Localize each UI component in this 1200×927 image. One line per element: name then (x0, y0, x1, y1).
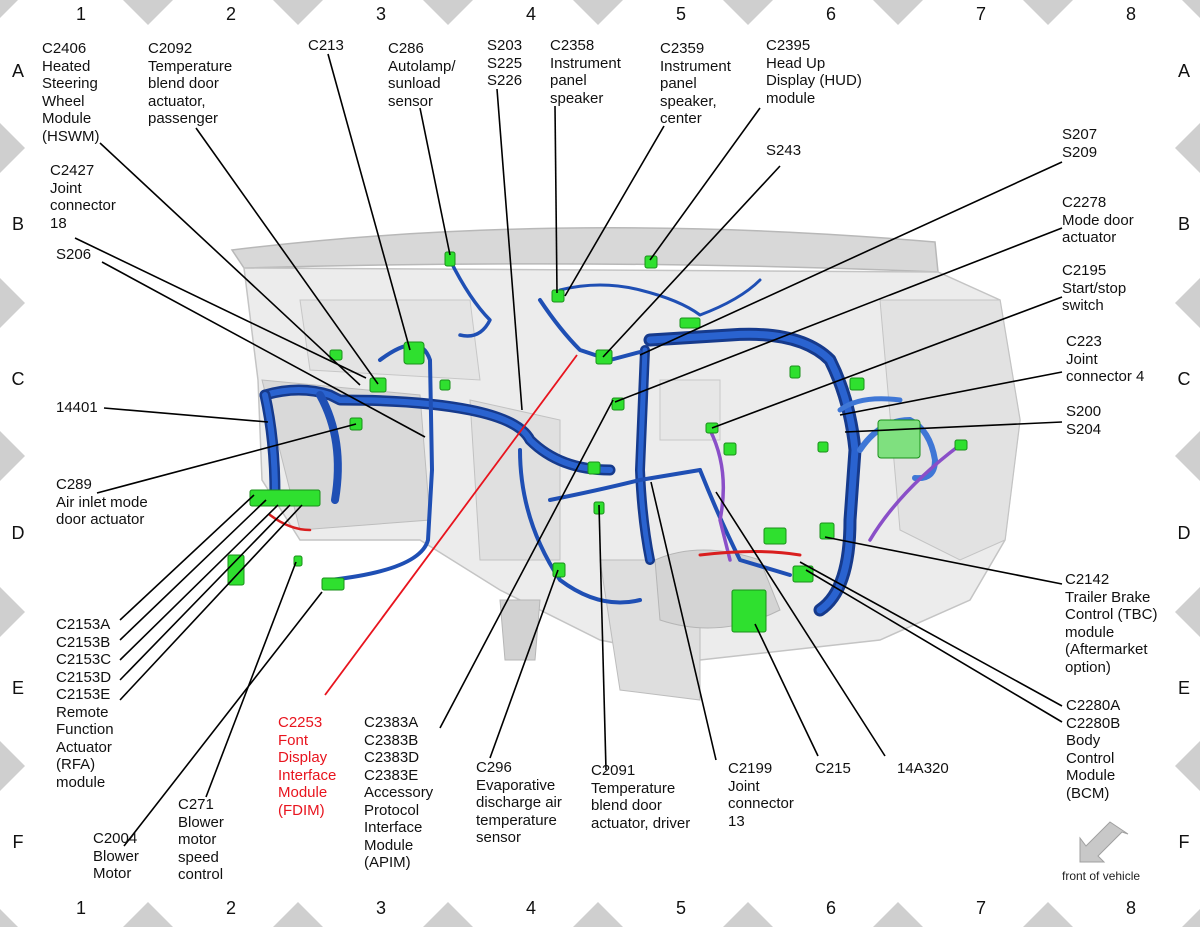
connectors (227, 251, 968, 633)
row-label-left: F (12, 832, 24, 852)
front-of-vehicle-label: front of vehicle (1062, 869, 1141, 883)
callout-s200: S200 S204 (1066, 403, 1102, 438)
callout-s206: S206 (56, 246, 92, 263)
callout-s207: S207 S209 (1062, 126, 1098, 161)
col-label-top: 4 (525, 4, 536, 24)
callout-c296: C296 Evaporative discharge air temperatu… (476, 759, 562, 846)
callout-c2427: C2427 Joint connector 18 (50, 162, 116, 232)
row-label-left: C (11, 369, 25, 389)
col-label-top: 1 (75, 4, 86, 24)
callout-c2004: C2004 Blower Motor (93, 830, 139, 882)
col-label-top: 3 (375, 4, 386, 24)
row-label-right: F (1178, 832, 1190, 852)
callout-c2253-fdim: C2253 Font Display Interface Module (FDI… (278, 714, 337, 819)
row-label-left: D (11, 523, 25, 543)
callout-c2280: C2280A C2280B Body Control Module (BCM) (1066, 697, 1121, 802)
row-label-right: D (1177, 523, 1191, 543)
callout-14401: 14401 (56, 399, 98, 416)
col-label-bottom: 1 (75, 898, 86, 918)
callout-c223: C223 Joint connector 4 (1066, 333, 1145, 385)
row-label-right: C (1177, 369, 1191, 389)
callout-c271: C271 Blower motor speed control (178, 796, 224, 883)
row-label-right: B (1177, 214, 1190, 234)
col-label-bottom: 4 (525, 898, 536, 918)
callout-c2359: C2359 Instrument panel speaker, center (660, 40, 731, 127)
callout-c2395: C2395 Head Up Display (HUD) module (766, 37, 862, 107)
callout-c2199: C2199 Joint connector 13 (728, 760, 794, 830)
col-label-bottom: 3 (375, 898, 386, 918)
callout-c2153: C2153A C2153B C2153C C2153D C2153E Remot… (56, 616, 114, 791)
callout-14a320: 14A320 (897, 760, 949, 777)
col-label-bottom: 5 (675, 898, 686, 918)
col-label-top: 5 (675, 4, 686, 24)
col-label-bottom: 6 (825, 898, 836, 918)
col-label-bottom: 2 (225, 898, 236, 918)
row-label-left: E (11, 678, 24, 698)
col-label-bottom: 8 (1125, 898, 1136, 918)
col-label-bottom: 7 (975, 898, 986, 918)
row-label-left: B (11, 214, 24, 234)
row-label-left: A (11, 61, 24, 81)
callout-c2406: C2406 Heated Steering Wheel Module (HSWM… (42, 40, 100, 145)
callout-c2142: C2142 Trailer Brake Control (TBC) module… (1065, 571, 1158, 676)
callout-c2091: C2091 Temperature blend door actuator, d… (591, 762, 691, 832)
callout-s203: S203 S225 S226 (487, 37, 523, 89)
callout-c2278: C2278 Mode door actuator (1062, 194, 1134, 246)
callout-c213: C213 (308, 37, 344, 54)
callout-c2358: C2358 Instrument panel speaker (550, 37, 621, 107)
row-label-right: E (1177, 678, 1190, 698)
callout-c2092: C2092 Temperature blend door actuator, p… (148, 40, 233, 127)
leader-lines (74, 53, 1063, 847)
callout-c2195: C2195 Start/stop switch (1062, 262, 1127, 314)
callout-c2383: C2383A C2383B C2383D C2383E Accessory Pr… (364, 714, 434, 871)
col-label-top: 7 (975, 4, 986, 24)
callout-c286: C286 Autolamp/ sunload sensor (388, 40, 456, 110)
callout-c215: C215 (815, 760, 851, 777)
callout-c289: C289 Air inlet mode door actuator (56, 476, 148, 528)
col-label-top: 2 (225, 4, 236, 24)
col-label-top: 8 (1125, 4, 1136, 24)
row-label-right: A (1177, 61, 1190, 81)
front-arrow-icon (1079, 821, 1129, 863)
callout-s243: S243 (766, 142, 802, 159)
col-label-top: 6 (825, 4, 836, 24)
fdim-leader-line (324, 354, 578, 696)
instrument-panel-structure (230, 227, 1021, 701)
